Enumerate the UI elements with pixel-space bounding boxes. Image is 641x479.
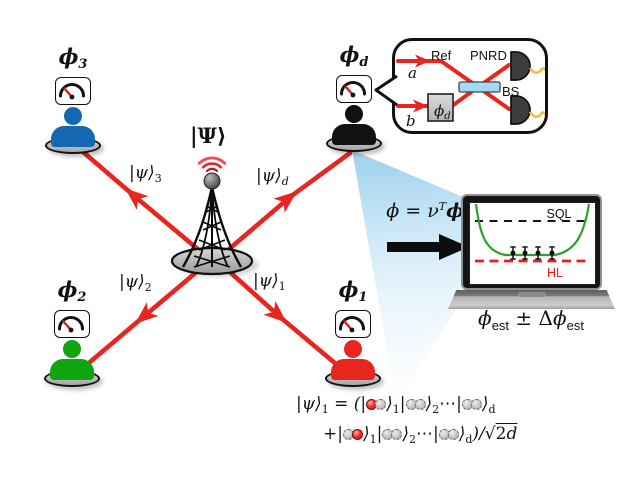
beam-psi3-arrow — [79, 148, 209, 259]
phase-label-phi1: ϕ1 — [338, 277, 368, 305]
gauge-icon — [55, 77, 91, 105]
detector-wire — [528, 67, 545, 75]
phase-label-phi2: ϕ2 — [57, 277, 87, 305]
laptop-plot: SQL HL — [469, 202, 596, 285]
gauge-icon — [335, 310, 371, 338]
beam-psi1-arrow — [218, 261, 339, 367]
vacuum-photon-icon — [375, 399, 387, 410]
vacuum-photon-icon — [391, 429, 403, 440]
beamsplitter-icon — [458, 81, 501, 93]
phase-shifter-label: ϕd — [434, 102, 451, 122]
detector-icon — [510, 95, 531, 125]
phase-label-phi3: ϕ3 — [58, 44, 88, 72]
person-torso — [51, 126, 95, 147]
bs-label: BS — [502, 84, 520, 99]
beam-a-path — [421, 59, 511, 111]
person-torso — [332, 124, 376, 145]
vacuum-photon-icon — [414, 399, 426, 410]
phase-shifter-box — [427, 93, 454, 122]
beam-psi2-arrow — [87, 261, 209, 365]
photon-red-icon — [351, 429, 363, 440]
detector-icon — [510, 51, 531, 81]
wifi-waves-icon — [197, 156, 227, 173]
ref-label: Ref — [431, 48, 452, 63]
antenna-icon — [170, 156, 258, 277]
person-icon — [64, 107, 82, 125]
pnrd-label: PNRD — [470, 48, 507, 63]
person-icon — [63, 340, 81, 358]
person-torso — [50, 359, 94, 380]
hl-label: HL — [547, 266, 563, 280]
person-icon — [345, 105, 363, 123]
light-cone — [352, 150, 463, 402]
bubble-tail — [374, 74, 398, 107]
vacuum-photon-icon — [447, 429, 459, 440]
laptop-trackpad — [518, 292, 546, 297]
state-label-psi1: |ψ⟩1 — [253, 271, 286, 293]
entangled-state-equation: |ψ⟩1 = (|⟩1|⟩2⋯|⟩d +|⟩1|⟩2⋯|⟩d)/√2d — [296, 392, 517, 452]
precision-curve — [474, 203, 591, 257]
estimate-readout: ϕest ± Δϕest — [478, 306, 584, 333]
mode-a-label: a — [408, 64, 417, 82]
gauge-icon — [336, 75, 372, 103]
map-arrow-icon — [387, 234, 469, 260]
laptop-keyboard — [448, 290, 615, 309]
phase-label-phid: ϕd — [339, 42, 369, 70]
data-error-bars — [510, 246, 555, 260]
person-icon — [344, 340, 362, 358]
party-phi1: ϕ1 — [325, 277, 381, 391]
state-label-psid: |ψ⟩d — [256, 166, 289, 188]
state-label-psi3: |ψ⟩3 — [129, 163, 162, 185]
equation-line2: +|⟩1|⟩2⋯|⟩d)/√2d — [323, 424, 518, 446]
person-torso — [331, 359, 375, 380]
mode-b-label: b — [406, 112, 416, 130]
gauge-icon — [54, 310, 90, 338]
vacuum-photon-icon — [470, 399, 482, 410]
global-phase-formula: ϕ = νTϕ — [386, 200, 464, 222]
party-phi2: ϕ2 — [44, 277, 100, 391]
interferometer-diagram: Ref PNRD BS a b ϕd — [396, 48, 545, 130]
state-label-psi2: |ψ⟩2 — [119, 272, 152, 294]
party-phi3: ϕ3 — [45, 44, 101, 158]
equation-line1: |ψ⟩1 = (|⟩1|⟩2⋯|⟩d — [296, 394, 496, 416]
beam-psid-arrow — [218, 150, 353, 259]
detection-inset: Ref PNRD BS a b ϕd — [392, 38, 548, 134]
detector-wire — [528, 111, 545, 119]
sql-label: SQL — [546, 207, 571, 221]
party-phid: ϕd — [326, 42, 382, 156]
source-state-label: |Ψ⟩ — [190, 123, 227, 148]
